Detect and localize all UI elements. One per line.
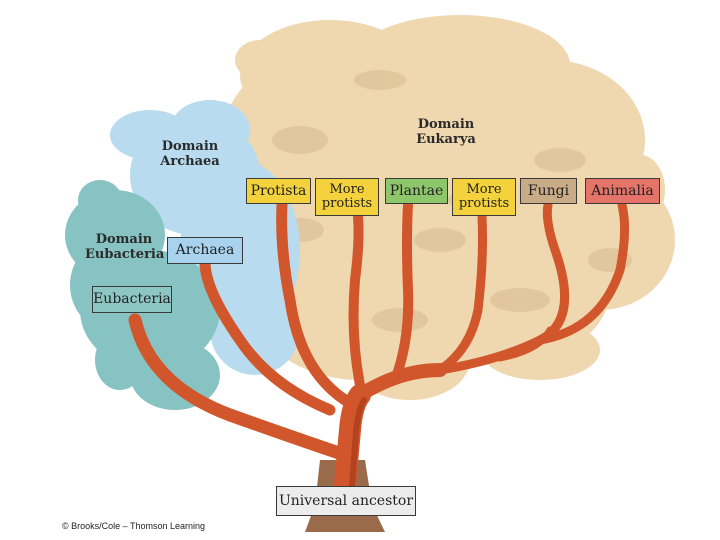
copyright-credit: © Brooks/Cole – Thomson Learning: [62, 521, 206, 531]
domain-eubacteria-label: Domain Eubacteria: [85, 232, 165, 262]
fungi-box: Fungi: [520, 178, 577, 204]
branches: [128, 199, 630, 496]
trunk-shadow: [349, 397, 367, 488]
domain-eukarya-label: Domain Eukarya: [416, 117, 476, 147]
domain-archaea-label: Domain Archaea: [160, 139, 220, 169]
eubacteria-box: Eubacteria: [92, 286, 172, 313]
universal-ancestor-box: Universal ancestor: [276, 486, 416, 516]
plantae-box: Plantae: [385, 178, 448, 204]
animalia-box: Animalia: [585, 178, 660, 204]
protista-box: Protista: [246, 178, 311, 204]
more-protists-box-2: More protists: [452, 178, 516, 216]
archaea-box: Archaea: [167, 237, 243, 264]
more-protists-box: More protists: [315, 178, 379, 216]
